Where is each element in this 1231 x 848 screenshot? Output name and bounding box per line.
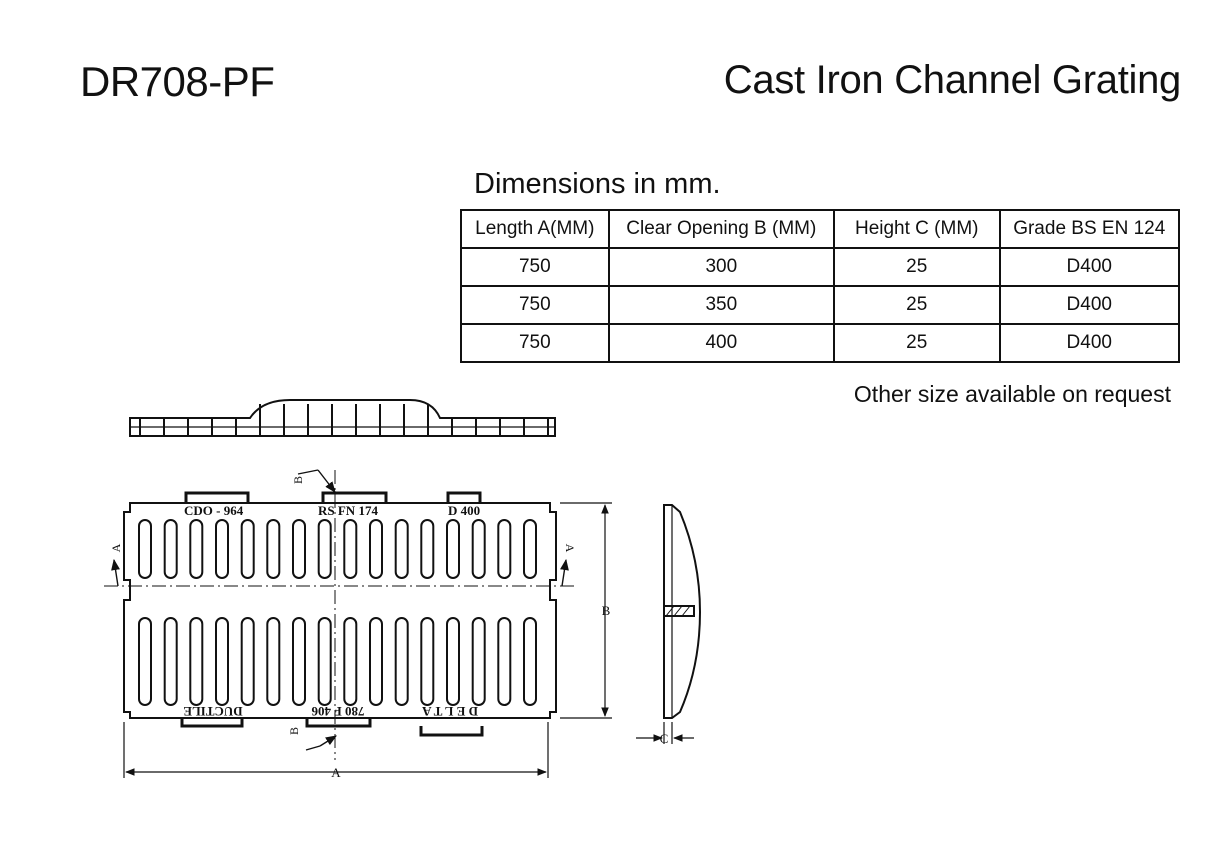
section-b-label: B [291,476,305,484]
column-header-height: Height C (MM) [832,209,1001,249]
grating-slot [369,617,383,706]
table-cell: 750 [460,323,610,363]
grating-slot [471,519,486,579]
table-cell: 25 [832,285,1001,325]
dimension-b [560,502,612,719]
bottom-marking: DUCTILE [183,704,242,719]
grating-slot [343,617,358,706]
dimension-a-label: A [331,765,341,780]
section-view [129,399,556,437]
grating-slot [523,617,537,706]
grating-slot [369,519,383,579]
grating-slot [266,617,281,706]
table-row: 750 300 25 D400 [460,247,1180,287]
grating-slot [343,519,358,579]
grating-slot [138,519,152,579]
dimensions-table: Length A(MM) Clear Opening B (MM) Height… [460,209,1180,363]
section-a-label: A [109,543,123,552]
table-header-row: Length A(MM) Clear Opening B (MM) Height… [460,209,1180,249]
dimensions-caption: Dimensions in mm. [474,168,721,200]
availability-note: Other size available on request [853,381,1171,407]
grating-slots [138,519,537,706]
grating-slot [163,519,178,579]
grating-slot [138,617,152,706]
grating-slot [446,617,460,706]
table-cell: 25 [832,247,1001,287]
table-cell: D400 [998,323,1180,363]
table-row: 750 400 25 D400 [460,323,1180,363]
grating-slot [317,617,332,706]
table-cell: 400 [607,323,835,363]
table-cell: 750 [460,247,610,287]
grating-slot [394,617,409,706]
column-header-length: Length A(MM) [460,209,610,249]
dimension-c-label: C [660,731,669,746]
section-a-label: A [563,544,577,553]
top-marking: CDO - 964 [184,503,244,518]
table-cell: 25 [832,323,1001,363]
grating-slot [215,519,229,579]
grating-slot [420,617,435,706]
column-header-grade: Grade BS EN 124 [998,209,1180,249]
grating-slot [189,519,204,579]
top-marking: RS FN 174 [318,503,378,518]
section-ribs [139,404,549,436]
table-cell: 750 [460,285,610,325]
table-cell: 300 [607,247,835,287]
grating-slot [446,519,460,579]
grating-slot [420,519,435,579]
grating-slot [497,519,512,579]
grating-slot [240,617,255,706]
grating-slot [523,519,537,579]
section-b-label: B [287,727,301,735]
grating-slot [215,617,229,706]
grating-slot [163,617,178,706]
grating-slot [292,617,306,706]
grating-slot [317,519,332,579]
lugs [180,491,484,737]
table-cell: 350 [607,285,835,325]
column-header-clear-opening: Clear Opening B (MM) [607,209,835,249]
grating-slot [471,617,486,706]
top-marking: D 400 [448,503,480,518]
grating-slot [266,519,281,579]
bottom-marking: D E L T A [421,704,477,719]
section-a-markers [111,469,569,751]
table-cell: D400 [998,285,1180,325]
grating-slot [394,519,409,579]
grating-slot [240,519,255,579]
grating-slot [189,617,204,706]
table-row: 750 350 25 D400 [460,285,1180,325]
bottom-marking: 780 F 406 [311,704,364,719]
grating-slot [497,617,512,706]
dimension-b-label: B [602,603,611,618]
table-cell: D400 [998,247,1180,287]
product-code: DR708-PF [80,58,275,105]
center-lines [104,470,574,760]
grating-outline [123,502,557,719]
dimension-a [123,722,549,778]
product-title: Cast Iron Channel Grating [723,58,1182,102]
grating-slot [292,519,306,579]
side-view [636,504,702,744]
plan-view: CDO - 964 RS FN 174 D 400 DUCTILE 780 F … [104,469,612,780]
